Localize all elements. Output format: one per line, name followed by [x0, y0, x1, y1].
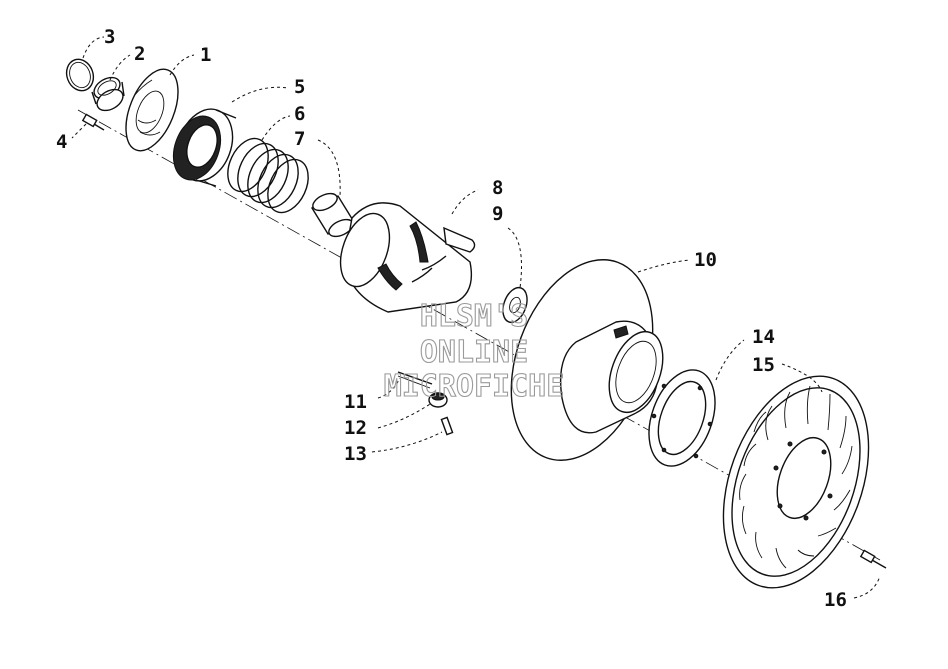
callout-14: 14: [752, 326, 775, 348]
part-14-gasket: [648, 369, 716, 467]
part-1-cover-plate: [125, 68, 179, 152]
callout-11: 11: [344, 391, 367, 413]
callout-3: 3: [104, 26, 115, 48]
part-15-cover: [722, 375, 870, 589]
watermark-line-3: MICROFICHE: [384, 369, 565, 404]
part-4-screw: [81, 113, 105, 131]
callout-15: 15: [752, 354, 775, 376]
callout-6: 6: [294, 103, 305, 125]
callout-9: 9: [492, 203, 503, 225]
part-5-spider: [172, 108, 237, 187]
part-12-roller: [428, 392, 448, 408]
callout-16: 16: [824, 589, 847, 611]
callout-1: 1: [200, 44, 211, 66]
part-2-bushing: [91, 76, 125, 112]
callout-10: 10: [694, 249, 717, 271]
part-16-screw: [859, 549, 887, 569]
callout-7: 7: [294, 128, 305, 150]
leader-lines: [71, 36, 881, 599]
callout-12: 12: [344, 417, 367, 439]
part-3-snap-ring: [65, 58, 95, 92]
callout-4: 4: [56, 131, 67, 153]
part-10-fixed-sheave: [510, 259, 664, 461]
part-7-sleeve: [310, 192, 356, 238]
callout-2: 2: [134, 43, 145, 65]
part-6-spring: [227, 137, 309, 214]
watermark-line-1: HLSM'S: [420, 299, 528, 334]
callout-5: 5: [294, 76, 305, 98]
callout-13: 13: [344, 443, 367, 465]
part-11-pin: [397, 371, 433, 389]
part-13-pin: [440, 416, 454, 436]
part-8-moveable-housing: [339, 202, 476, 313]
watermark-line-2: ONLINE: [420, 335, 528, 370]
callout-8: 8: [492, 177, 503, 199]
part-9-washer: [502, 286, 528, 324]
